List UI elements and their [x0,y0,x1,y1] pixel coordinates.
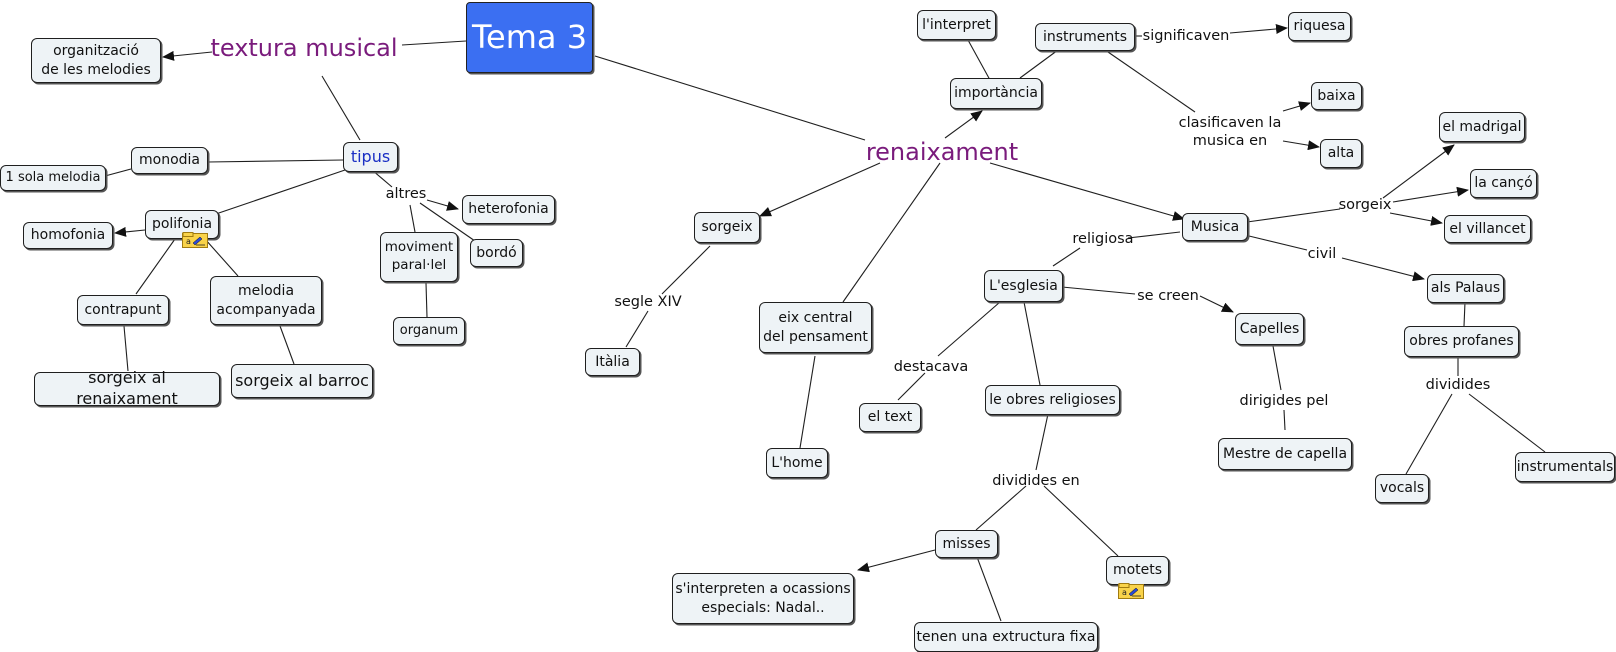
link-label-clasificaven: clasificaven la musica en [1178,114,1282,149]
link-label-se-creen: se creen [1137,287,1199,304]
concept-organitzacio[interactable]: organització de les melodies [31,38,161,83]
link-label-altres: altres [385,185,427,202]
concept-alta[interactable]: alta [1320,139,1362,168]
concept-sorgeix-al-renaixament[interactable]: sorgeix al renaixament [34,368,220,408]
concept-musica[interactable]: Musica [1182,213,1248,241]
concept-tipus[interactable]: tipus [343,142,398,172]
concept-obres-profanes[interactable]: obres profanes [1404,326,1519,357]
link-label-dirigides-pel: dirigides pel [1239,392,1329,409]
concept-interpret[interactable]: l'interpret [917,10,996,40]
concept-capelles[interactable]: Capelles [1235,313,1304,345]
concept-misses[interactable]: misses [935,530,998,558]
concept-mestre-de-capella[interactable]: Mestre de capella [1218,438,1352,470]
note-attachment-icon[interactable]: a [182,232,208,248]
concept-la-canco[interactable]: la cançó [1470,169,1537,198]
svg-text:a: a [1122,588,1127,597]
concept-melodia-acompanyada[interactable]: melodia acompanyada [210,276,322,325]
concept-1-sola-melodia[interactable]: 1 sola melodia [0,165,106,191]
concept-baixa[interactable]: baixa [1311,82,1362,110]
link-label-segle-xiv: segle XIV [614,293,682,310]
concept-moviment-parallel[interactable]: moviment paral·lel [380,232,458,282]
concept-textura-musical[interactable]: textura musical [210,34,398,62]
concept-el-madrigal[interactable]: el madrigal [1439,112,1525,142]
concept-obres-religioses[interactable]: le obres religioses [985,385,1120,415]
concept-tenen-una-estructura-fixa[interactable]: tenen una extructura fixa [914,622,1098,652]
link-label-religiosa: religiosa [1072,230,1134,247]
concept-renaixament[interactable]: renaixament [865,138,1019,166]
svg-text:a: a [186,237,191,246]
link-label-significaven: significaven [1142,27,1230,44]
link-label-dividides-en: dividides en [992,472,1080,489]
concept-bordo[interactable]: bordó [470,239,523,267]
concept-eix-central[interactable]: eix central del pensament [759,302,872,353]
concept-vocals[interactable]: vocals [1375,474,1429,503]
concept-sorgeix[interactable]: sorgeix [694,212,760,243]
concept-homofonia[interactable]: homofonia [23,222,113,249]
concept-motets[interactable]: motets [1106,556,1169,585]
concept-lesglesia[interactable]: L'esglesia [984,270,1063,302]
concept-el-villancet[interactable]: el villancet [1444,215,1531,243]
concept-importancia[interactable]: importància [950,78,1042,109]
concept-als-palaus[interactable]: als Palaus [1427,274,1504,303]
link-label-civil: civil [1307,245,1337,262]
concept-el-text[interactable]: el text [859,403,921,432]
concept-sinterpreten[interactable]: s'interpreten a ocassions especials: Nad… [672,573,854,624]
concept-lhome[interactable]: L'home [766,448,828,478]
concept-monodia[interactable]: monodia [131,147,208,174]
concept-instrumentals[interactable]: instrumentals [1515,452,1615,482]
concept-riquesa[interactable]: riquesa [1288,12,1351,41]
link-label-sorgeix: sorgeix [1338,196,1392,213]
concept-instruments[interactable]: instruments [1035,23,1135,51]
link-label-dividides: dividides [1425,376,1491,393]
note-attachment-icon[interactable]: a [1118,583,1144,599]
concept-organum[interactable]: organum [393,317,465,345]
concept-heterofonia[interactable]: heterofonia [462,195,555,224]
link-label-destacava: destacava [893,358,969,375]
concept-contrapunt[interactable]: contrapunt [77,295,169,325]
root-node-tema-3[interactable]: Tema 3 [466,2,593,73]
concept-italia[interactable]: Itàlia [585,348,640,376]
concept-sorgeix-al-barroc[interactable]: sorgeix al barroc [231,364,373,398]
